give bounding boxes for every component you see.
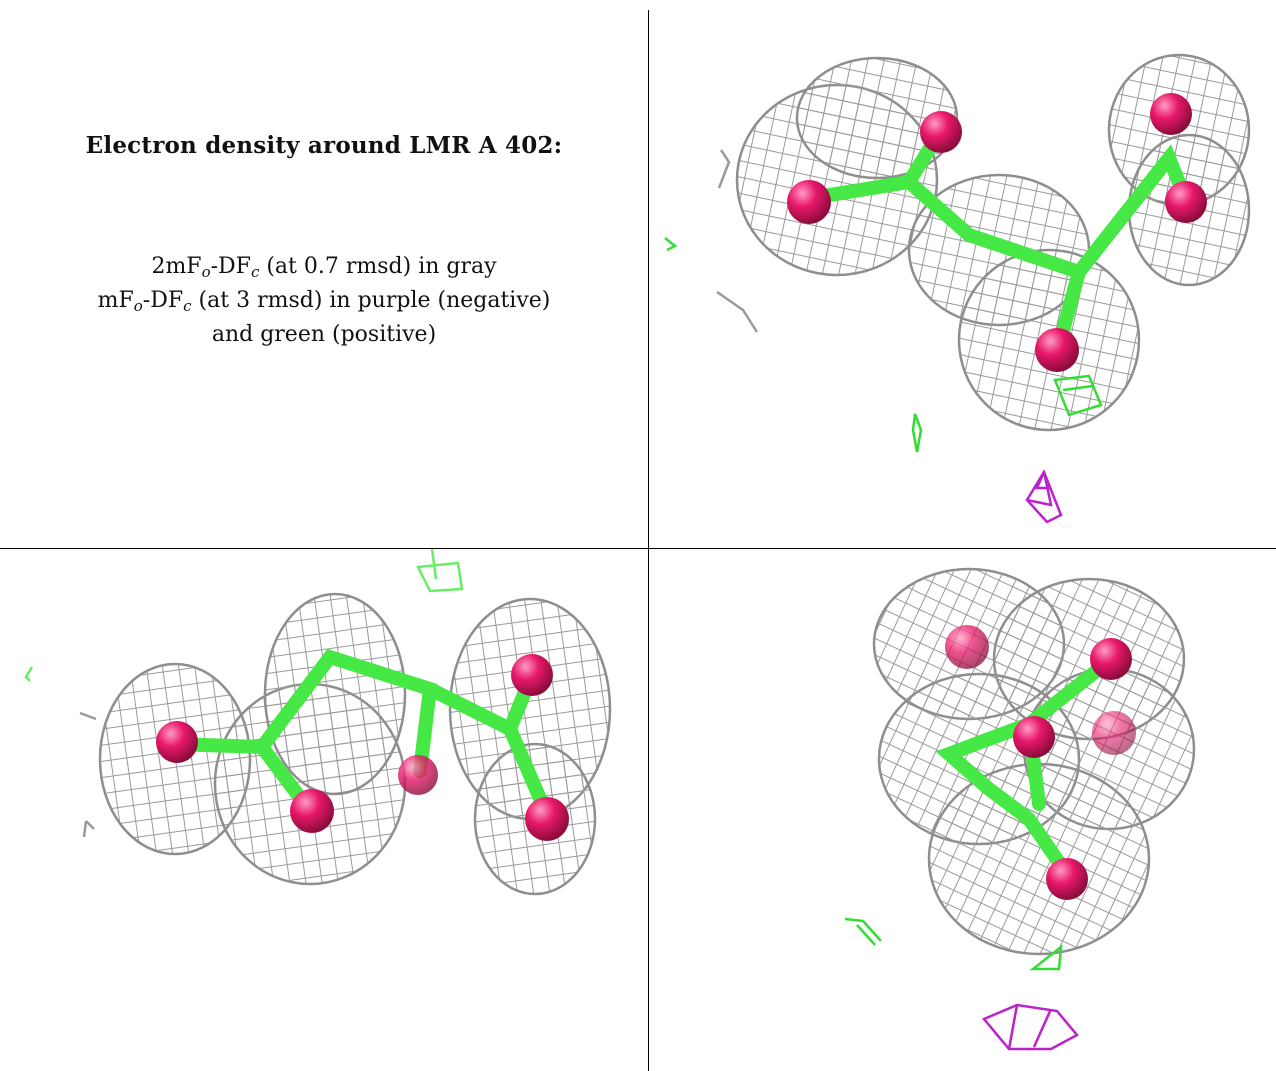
density-view-1-graphic <box>664 53 1251 524</box>
oxygen-atoms <box>156 654 569 841</box>
positive-difference-density <box>664 237 1103 453</box>
density-view-2-graphic <box>24 549 612 896</box>
density-view-1 <box>649 10 1276 548</box>
legend-line-2: mFo-DFc (at 3 rmsd) in purple (negative) <box>97 288 551 315</box>
negative-difference-density <box>1025 469 1063 524</box>
legend-text: 2mFo-DFc (at 0.7 rmsd) in gray mFo-DFc (… <box>0 250 648 352</box>
gray-density-mesh <box>98 592 612 896</box>
caption-panel: Electron density around LMR A 402: 2mFo-… <box>0 10 648 548</box>
density-view-2 <box>0 549 648 1071</box>
density-view-3-graphic <box>844 567 1196 1051</box>
legend-line-1: 2mFo-DFc (at 0.7 rmsd) in gray <box>151 254 497 281</box>
border-middle <box>0 548 1276 549</box>
stray-mesh <box>79 711 97 838</box>
negative-difference-density <box>981 1003 1079 1051</box>
stray-mesh <box>716 149 759 333</box>
positive-difference-density <box>844 917 1063 971</box>
density-view-3 <box>649 549 1276 1071</box>
figure-title: Electron density around LMR A 402: <box>85 132 563 159</box>
legend-line-3: and green (positive) <box>211 322 437 347</box>
oxygen-atoms <box>945 625 1136 900</box>
border-center <box>648 10 649 1071</box>
positive-difference-density <box>24 549 464 682</box>
oxygen-atoms <box>787 93 1207 372</box>
